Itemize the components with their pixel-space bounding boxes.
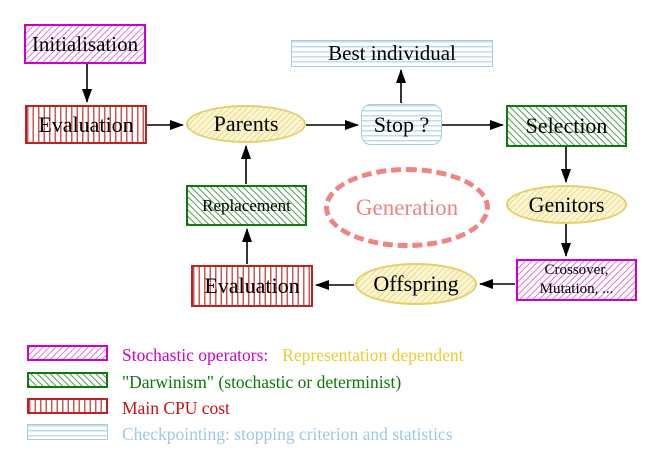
node-selection: Selection [506,105,627,147]
legend-swatch-cpu-cost [27,398,108,414]
node-parents: Parents [186,105,306,143]
crossover-line2: Mutation, ... [539,281,614,297]
node-crossover-mutation: Crossover, Mutation, ... [516,259,637,301]
node-genitors: Genitors [506,185,627,224]
generation-loop-ellipse: Generation [324,167,490,248]
node-initialisation: Initialisation [24,24,146,64]
node-evaluation-top: Evaluation [25,105,147,144]
legend-label-cpu-cost: Main CPU cost [122,398,230,418]
crossover-line1: Crossover, [544,262,609,279]
legend-text-stochastic: Stochastic operators: [122,345,269,365]
node-replacement: Replacement [186,185,307,226]
node-stop: Stop ? [361,104,442,145]
legend-swatch-darwinism [27,372,108,388]
node-offspring: Offspring [355,263,477,305]
node-best-individual: Best individual [291,40,493,67]
legend-label-darwinism: "Darwinism" (stochastic or determinist) [122,372,402,392]
node-evaluation-bottom: Evaluation [191,265,313,307]
legend-swatch-checkpointing [27,424,108,440]
legend-label-checkpointing: Checkpointing: stopping criterion and st… [122,424,453,444]
legend-swatch-stochastic-operators [27,345,108,361]
legend-label-stochastic-operators: Stochastic operators: Representation depe… [122,345,464,366]
legend-text-representation: Representation dependent [282,345,464,365]
